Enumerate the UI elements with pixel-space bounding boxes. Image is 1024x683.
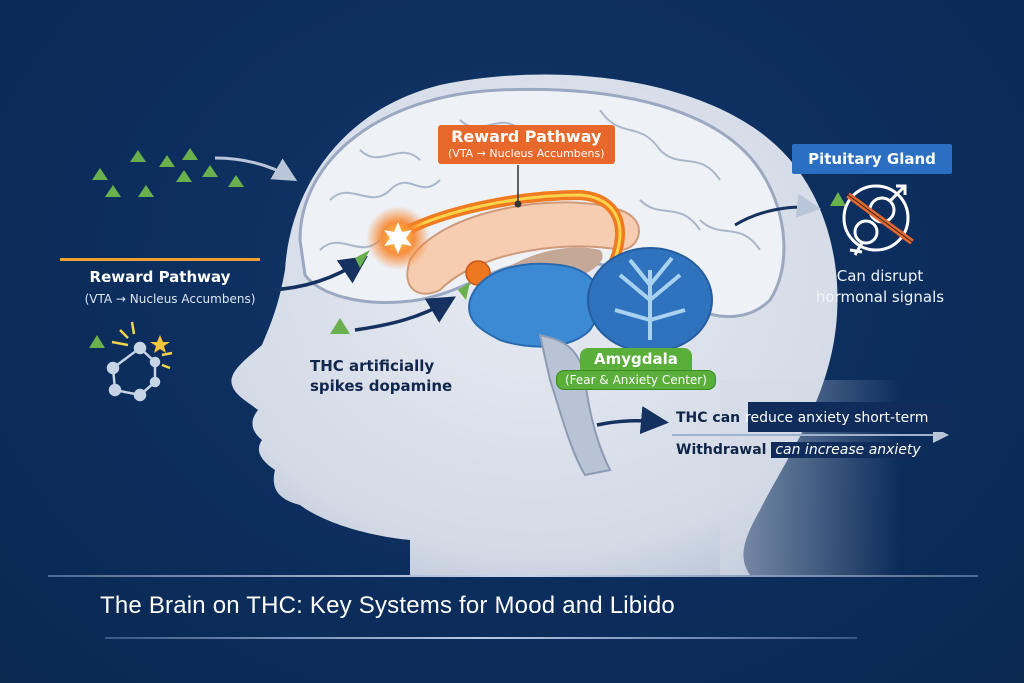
thc-triangle-icon (355, 250, 370, 268)
thc-spike-line1: THC artificially (310, 357, 435, 375)
anxiety-line-2a: Withdrawal (676, 442, 772, 458)
reward-pathway-label: Reward Pathway (VTA → Nucleus Accumbens) (438, 125, 615, 164)
thc-triangle-icon (458, 282, 470, 300)
anxiety-line-1: THC can reduce anxiety short-term (676, 410, 928, 426)
pituitary-note-line1: Can disrupt (836, 267, 924, 285)
amygdala-title: Amygdala (580, 348, 692, 370)
thc-triangle-icon (830, 192, 846, 206)
starburst-icon (384, 222, 412, 254)
thc-triangle-icon (330, 318, 350, 334)
arrow-thc-entry (214, 156, 298, 182)
thc-triangle-icon (89, 335, 105, 348)
dopamine-molecule-icon (106, 341, 161, 402)
reward-pathway-title: Reward Pathway (451, 127, 602, 146)
pituitary-note-line2: hormonal signals (815, 288, 945, 306)
thc-molecule-triangles (92, 148, 244, 197)
pituitary-note: Can disrupt hormonal signals (800, 266, 960, 308)
title-rule-bottom (105, 637, 857, 639)
arbor-vitae (614, 256, 686, 340)
label-leader-dot (514, 200, 522, 208)
orange-divider (60, 258, 260, 261)
midbrain (468, 262, 601, 348)
thc-spike-caption: THC artificially spikes dopamine (310, 356, 452, 396)
reward-pathway-subtitle: (VTA → Nucleus Accumbens) (448, 147, 605, 160)
arrow-to-accumbens (354, 296, 457, 332)
title-rule-top (48, 575, 978, 577)
amygdala-subtitle: (Fear & Anxiety Center) (556, 370, 716, 390)
pituitary-gland-label: Pituitary Gland (792, 144, 952, 174)
anxiety-line-1b: reduce anxiety short-term (745, 410, 929, 426)
anxiety-line-1a: THC can (676, 410, 746, 426)
arrow-to-pituitary (734, 193, 821, 227)
amygdala-label: Amygdala (Fear & Anxiety Center) (556, 348, 716, 390)
anxiety-highlight-block (748, 402, 958, 432)
arrow-to-anxiety (596, 406, 669, 435)
arrow-to-vta (269, 256, 368, 292)
reward-pathway-left-subtitle: (VTA → Nucleus Accumbens) (84, 292, 256, 306)
reward-pathway-left-title: Reward Pathway (89, 268, 231, 286)
brainstem (538, 333, 612, 477)
spark-lines (111, 321, 173, 370)
page-title: The Brain on THC: Key Systems for Mood a… (100, 592, 675, 619)
star-icon (150, 335, 170, 353)
anxiety-line-2: Withdrawal can increase anxiety (676, 442, 925, 458)
anxiety-line-2b: can increase anxiety (771, 442, 925, 458)
thc-spike-line2: spikes dopamine (310, 377, 453, 395)
